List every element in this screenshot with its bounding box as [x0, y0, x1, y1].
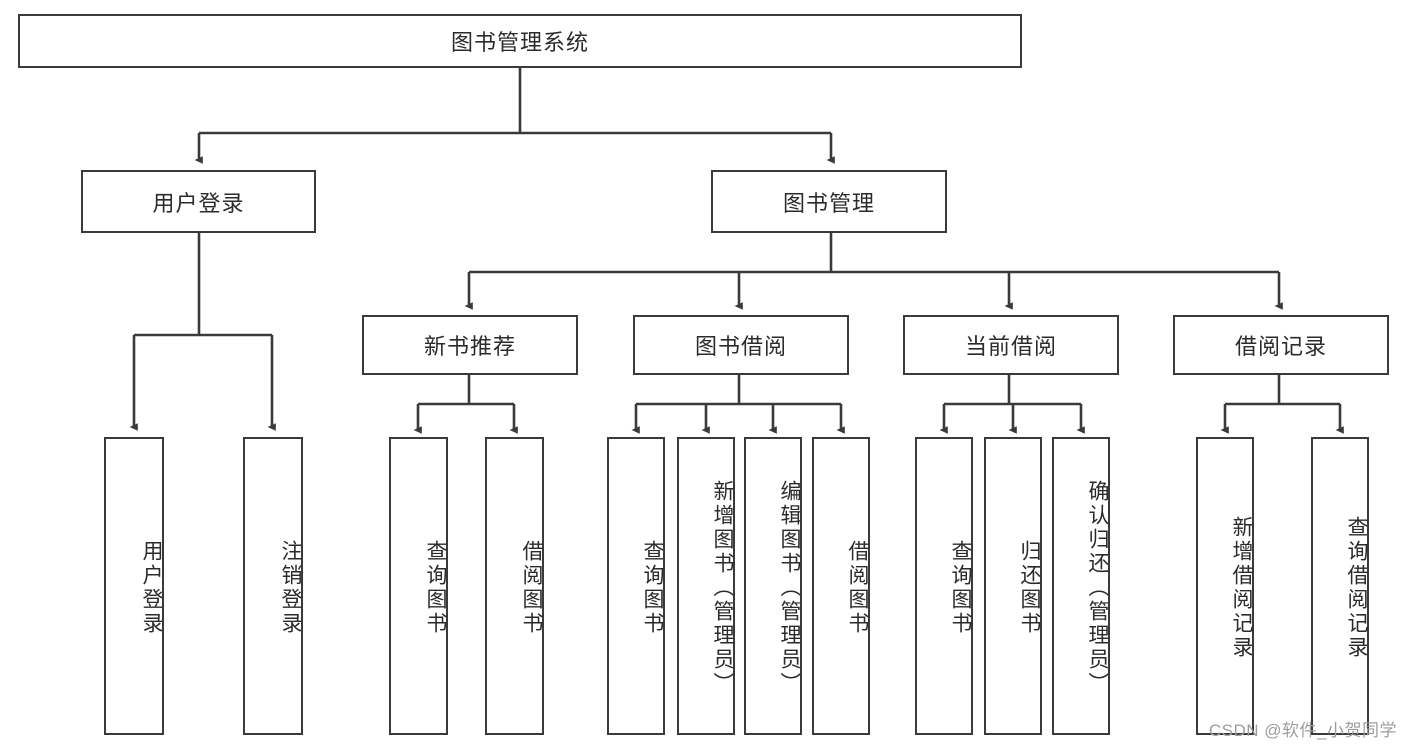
- node-leaf-borrow-book-1-label: 借阅图书: [520, 540, 543, 636]
- node-user-login-label: 用户登录: [152, 190, 245, 216]
- node-leaf-query-book-3-label: 查询图书: [949, 540, 972, 636]
- node-leaf-add-book-label: 新增图书（管理员）: [711, 480, 734, 696]
- node-leaf-borrow-book-1[interactable]: 借阅图书: [485, 437, 544, 735]
- node-leaf-query-book-2-label: 查询图书: [641, 540, 664, 636]
- node-leaf-user-logout-label: 注销登录: [279, 540, 302, 636]
- node-leaf-add-record[interactable]: 新增借阅记录: [1196, 437, 1254, 735]
- node-leaf-user-login[interactable]: 用户登录: [104, 437, 164, 735]
- node-leaf-query-book-2[interactable]: 查询图书: [607, 437, 665, 735]
- node-book-manage[interactable]: 图书管理: [711, 170, 947, 233]
- node-leaf-edit-book-label: 编辑图书（管理员）: [778, 480, 801, 696]
- node-leaf-user-login-label: 用户登录: [140, 540, 163, 636]
- node-leaf-query-record[interactable]: 查询借阅记录: [1311, 437, 1369, 735]
- node-leaf-add-record-label: 新增借阅记录: [1230, 516, 1253, 660]
- watermark: CSDN @软件_小贺同学: [1208, 721, 1397, 740]
- node-borrow-record[interactable]: 借阅记录: [1173, 315, 1389, 375]
- node-leaf-query-book-3[interactable]: 查询图书: [915, 437, 973, 735]
- node-leaf-add-book[interactable]: 新增图书（管理员）: [677, 437, 735, 735]
- node-leaf-query-book-1[interactable]: 查询图书: [389, 437, 448, 735]
- node-leaf-user-logout[interactable]: 注销登录: [243, 437, 303, 735]
- node-book-borrow-label: 图书借阅: [694, 334, 787, 359]
- node-new-book-recommend[interactable]: 新书推荐: [362, 315, 578, 375]
- node-leaf-borrow-book-2[interactable]: 借阅图书: [812, 437, 870, 735]
- node-book-manage-label: 图书管理: [782, 190, 875, 216]
- node-leaf-confirm-return[interactable]: 确认归还（管理员）: [1052, 437, 1110, 735]
- node-current-borrow[interactable]: 当前借阅: [903, 315, 1119, 375]
- node-leaf-return-book[interactable]: 归还图书: [984, 437, 1042, 735]
- node-root-label: 图书管理系统: [450, 30, 589, 55]
- node-leaf-return-book-label: 归还图书: [1018, 540, 1041, 636]
- node-leaf-confirm-return-label: 确认归还（管理员）: [1086, 480, 1109, 696]
- node-user-login[interactable]: 用户登录: [81, 170, 316, 233]
- node-leaf-borrow-book-2-label: 借阅图书: [846, 540, 869, 636]
- node-borrow-record-label: 借阅记录: [1234, 334, 1327, 359]
- node-leaf-query-record-label: 查询借阅记录: [1345, 516, 1368, 660]
- node-new-book-recommend-label: 新书推荐: [423, 334, 516, 359]
- node-root[interactable]: 图书管理系统: [18, 14, 1022, 68]
- node-book-borrow[interactable]: 图书借阅: [633, 315, 849, 375]
- node-leaf-edit-book[interactable]: 编辑图书（管理员）: [744, 437, 802, 735]
- node-leaf-query-book-1-label: 查询图书: [424, 540, 447, 636]
- node-current-borrow-label: 当前借阅: [964, 334, 1057, 359]
